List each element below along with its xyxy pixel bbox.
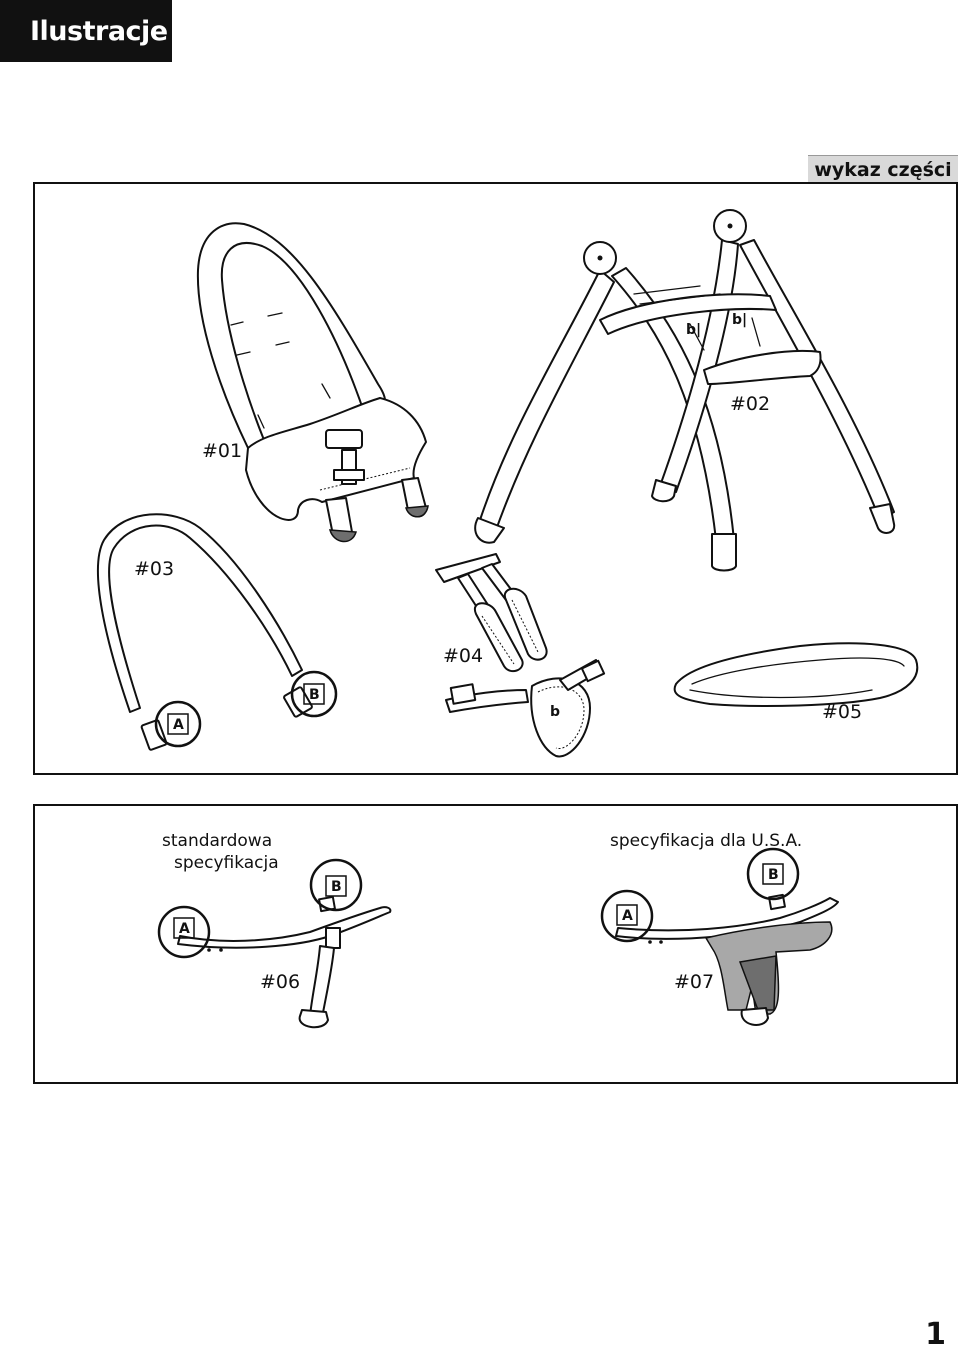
connector-a-badge: A	[173, 717, 184, 733]
part-03-label: #03	[134, 558, 174, 580]
part-05-label: #05	[822, 701, 862, 723]
usa-spec-label: specyfikacja dla U.S.A.	[610, 831, 802, 851]
part-06-label: #06	[260, 971, 300, 993]
seat-pad-illustration	[196, 222, 429, 543]
swing-frame-illustration: b| b|	[474, 209, 896, 572]
standard-spec-line2: specyfikacja	[174, 853, 279, 873]
part-01-label: #01	[202, 440, 242, 462]
svg-text:b|: b|	[732, 312, 747, 328]
parts-panel	[33, 182, 958, 775]
usa-tube-illustration	[600, 847, 839, 1026]
page-number: 1	[925, 1317, 946, 1352]
standard-tube-illustration	[157, 858, 392, 1029]
harness-illustration: b	[435, 553, 606, 758]
page-title: Ilustracje	[0, 0, 172, 62]
part-07-label: #07	[674, 971, 714, 993]
part-02-label: #02	[730, 393, 770, 415]
variants-panel	[33, 804, 958, 1084]
connector-b-badge: B	[309, 687, 320, 703]
standard-spec-line1: standardowa	[162, 831, 272, 851]
parts-list-label: wykaz części	[808, 155, 958, 183]
curved-tube-illustration	[96, 513, 338, 751]
part-04-label: #04	[443, 645, 483, 667]
standard-connector-a-badge: A	[179, 921, 190, 937]
svg-text:b|: b|	[686, 322, 701, 338]
tray-illustration	[673, 642, 919, 707]
standard-connector-b-badge: B	[331, 879, 342, 895]
svg-text:b: b	[550, 704, 560, 720]
usa-connector-b-badge: B	[768, 867, 779, 883]
usa-connector-a-badge: A	[622, 908, 633, 924]
